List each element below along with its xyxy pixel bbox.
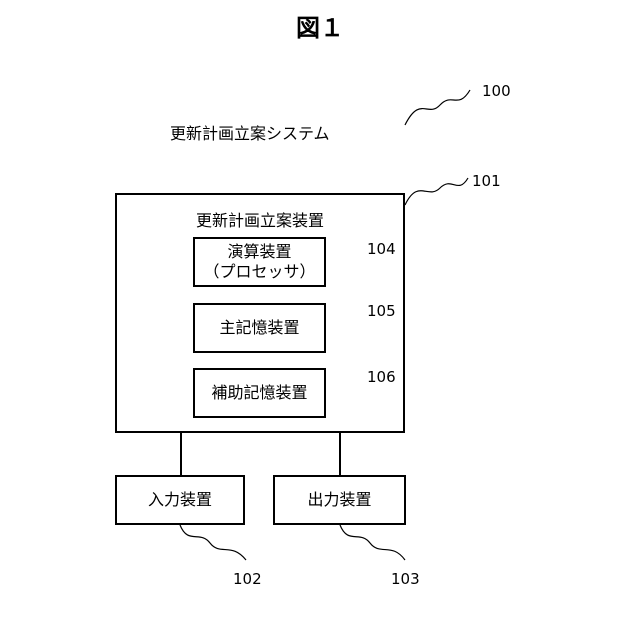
- input-device-box: 入力装置: [115, 475, 245, 525]
- system-label: 更新計画立案システム: [170, 120, 330, 144]
- ref-104: 104: [367, 240, 396, 258]
- leader-103: [340, 525, 405, 560]
- leader-101: [405, 178, 468, 205]
- main-memory-label: 主記憶装置: [195, 318, 324, 338]
- processor-label-line1: 演算装置: [195, 242, 324, 262]
- aux-storage-box: 補助記憶装置: [193, 368, 326, 418]
- processor-label-line2: （プロセッサ）: [195, 262, 324, 282]
- ref-105: 105: [367, 302, 396, 320]
- ref-103: 103: [391, 570, 420, 588]
- aux-storage-label: 補助記憶装置: [195, 383, 324, 403]
- leader-102: [180, 525, 246, 560]
- output-device-label: 出力装置: [275, 490, 404, 510]
- ref-106: 106: [367, 368, 396, 386]
- figure-title: 図１: [0, 8, 640, 43]
- processor-box: 演算装置 （プロセッサ）: [193, 237, 326, 287]
- ref-102: 102: [233, 570, 262, 588]
- ref-100: 100: [482, 82, 511, 100]
- leader-100: [405, 90, 470, 125]
- input-device-label: 入力装置: [117, 490, 243, 510]
- output-device-box: 出力装置: [273, 475, 406, 525]
- processor-label: 演算装置 （プロセッサ）: [195, 242, 324, 282]
- ref-101: 101: [472, 172, 501, 190]
- main-memory-box: 主記憶装置: [193, 303, 326, 353]
- update-plan-device-label: 更新計画立案装置: [117, 207, 403, 231]
